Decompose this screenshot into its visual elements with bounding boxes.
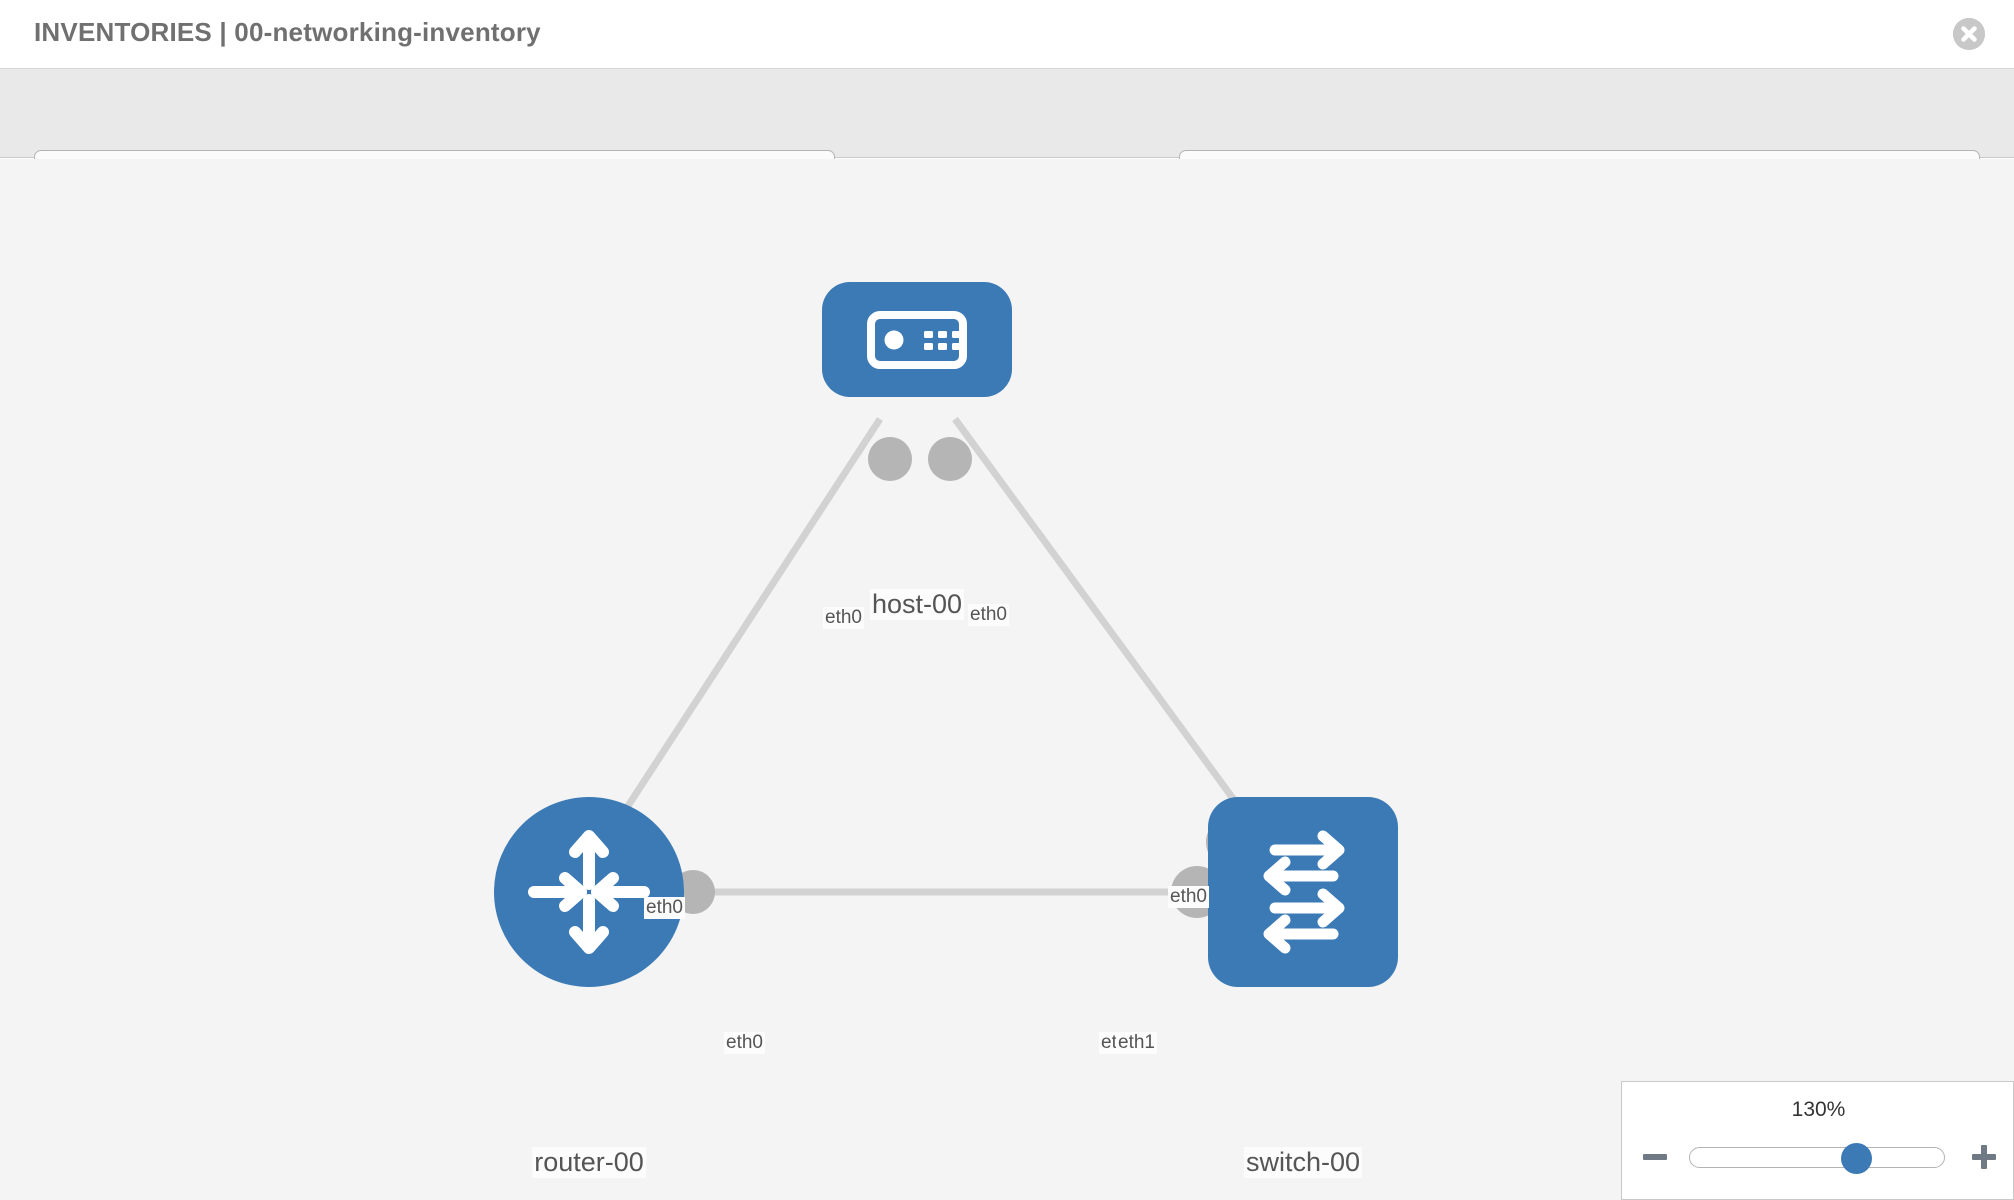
zoom-in-button[interactable]	[1969, 1142, 1999, 1172]
node-host-00	[822, 282, 1012, 397]
node-label-host[interactable]: host-00	[869, 589, 965, 620]
page-header: INVENTORIES | 00-networking-inventory	[0, 0, 2014, 69]
node-switch-00	[1208, 797, 1398, 987]
node-label-switch[interactable]: switch-00	[1243, 1147, 1363, 1178]
iface-label[interactable]: eth0	[823, 607, 864, 629]
node-router-00	[494, 797, 684, 987]
toolbar: ACTIONS SEARCH	[0, 69, 2014, 202]
iface-label[interactable]: eth0	[1168, 886, 1209, 908]
iface-label[interactable]: eth0	[724, 1032, 765, 1054]
topology-graph	[494, 282, 1398, 987]
zoom-slider[interactable]	[1689, 1143, 1945, 1174]
zoom-level-value: 130%	[1791, 1098, 1846, 1121]
connector-host-eth0-left	[868, 437, 912, 481]
zoom-slider-thumb[interactable]	[1841, 1143, 1872, 1174]
zoom-out-button[interactable]	[1640, 1142, 1670, 1172]
topology-canvas[interactable]: host-00 router-00 switch-00 eth0 eth0 et…	[0, 159, 2014, 1200]
close-icon[interactable]	[1953, 18, 1985, 50]
zoom-controls	[1622, 1138, 2014, 1178]
zoom-panel: 130%	[1621, 1081, 2014, 1200]
iface-label[interactable]: eth0	[644, 897, 685, 919]
edge-host-router	[597, 417, 883, 851]
page-title: INVENTORIES | 00-networking-inventory	[34, 17, 541, 47]
node-label-router[interactable]: router-00	[532, 1147, 646, 1178]
edge-host-switch	[952, 416, 1273, 852]
connector-host-eth0-right	[928, 437, 972, 481]
iface-label[interactable]: eth1	[1116, 1032, 1157, 1054]
topology-connectors	[590, 437, 1258, 918]
topology-edges	[597, 416, 1273, 896]
iface-label[interactable]: eth0	[968, 604, 1009, 626]
